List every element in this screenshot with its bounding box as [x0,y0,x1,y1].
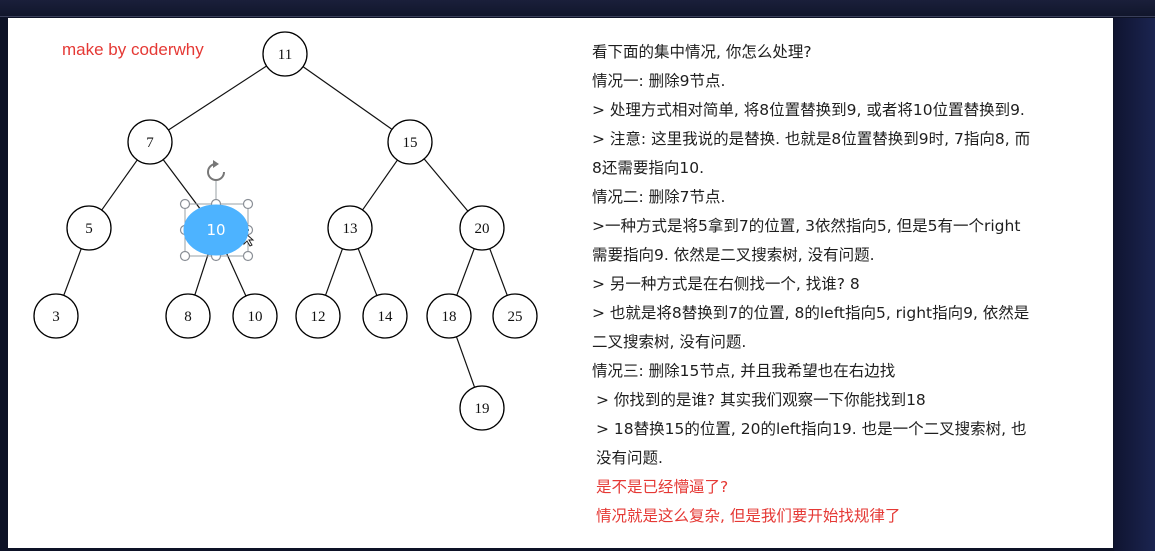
tree-node-8: 8 [165,293,211,339]
tree-node-label: 18 [442,309,457,325]
tree-edges [63,65,508,388]
tree-node-11: 11 [262,31,308,77]
tree-node-15: 15 [387,119,433,165]
note-line: > 注意: 这里我说的是替换. 也就是8位置替换到9时, 7指向8, 而 [592,130,1031,148]
note-line: 情况三: 删除15节点, 并且我希望也在右边找 [592,362,896,380]
slide-canvas: make by coderwhy 11 7 15 5 10 13 20 3 8 10 12 14 18 2… [8,18,1113,548]
tree-node-25: 25 [492,293,538,339]
tree-node-9sel[interactable]: 10 [183,204,249,256]
note-line: 没有问题. [596,449,663,467]
note-line: >一种方式是将5拿到7的位置, 3依然指向5, 但是5有一个right [592,217,1021,235]
note-line: 情况一: 删除9节点. [592,72,726,90]
tree-node-3: 3 [33,293,79,339]
tree-node-14: 14 [362,293,408,339]
note-line: 需要指向9. 依然是二叉搜索树, 没有问题. [592,246,875,264]
note-line: > 你找到的是谁? 其实我们观察一下你能找到18 [596,391,926,409]
tree-node-label: 3 [52,309,60,325]
tree-node-label: 15 [403,135,418,151]
tree-node-19: 19 [459,385,505,431]
tree-node-10: 10 [232,293,278,339]
note-line: 二叉搜索树, 没有问题. [592,333,747,351]
tree-edge-20-18 [456,248,475,296]
tree-edge-20-25 [489,248,508,296]
rotate-handle-icon[interactable] [207,163,225,181]
tree-edge-7-9sel [162,159,205,215]
note-line: 是不是已经懵逼了? [596,478,729,496]
tree-node-label: 25 [508,309,523,325]
binary-tree-diagram: 11 7 15 5 10 13 20 3 8 10 12 14 18 25 19 [33,31,538,431]
tree-node-13: 13 [327,205,373,251]
resize-handle-7[interactable] [242,250,254,262]
window-right-strip [1114,18,1155,551]
tree-edge-5-3 [63,248,82,296]
notes-panel: 看下面的集中情况, 你怎么处理? 情况一: 删除9节点. > 处理方式相对简单, 将… [592,38,1092,531]
note-line: 情况二: 删除7节点. [592,188,726,206]
window-top-band [0,0,1155,17]
tree-node-12: 12 [295,293,341,339]
tree-node-label: 10 [248,309,263,325]
tree-node-18: 18 [426,293,472,339]
resize-handle-2[interactable] [242,198,254,210]
tree-node-label: 10 [206,221,225,239]
tree-node-label: 20 [475,221,490,237]
tree-node-label: 14 [378,309,394,325]
tree-node-label: 8 [184,309,192,325]
tree-edge-9sel-8 [194,248,211,296]
note-line: 8还需要指向10. [592,159,705,177]
note-line: 情况就是这么复杂, 但是我们要开始找规律了 [596,507,901,525]
note-line: > 也就是将8替换到7的位置, 8的left指向5, right指向9, 依然是 [592,304,1030,322]
tree-nodes: 11 7 15 5 10 13 20 3 8 10 12 14 18 25 19 [33,31,538,431]
tree-edge-11-7 [168,65,267,131]
tree-edge-13-12 [324,248,344,296]
tree-node-label: 13 [343,221,358,237]
tree-edge-9sel-10 [223,247,247,297]
note-line: > 18替换15的位置, 20的left指向19. 也是一个二叉搜索树, 也 [596,420,1027,438]
tree-edge-7-5 [101,159,138,211]
tree-node-label: 19 [475,401,490,417]
credit-label: make by coderwhy [62,40,204,59]
tree-node-label: 5 [85,221,93,237]
tree-node-5: 5 [66,205,112,251]
tree-edge-15-13 [362,159,398,211]
tree-node-label: 7 [146,135,154,151]
tree-edge-15-20 [423,158,469,212]
note-line: 看下面的集中情况, 你怎么处理? [592,43,812,61]
tree-edge-18-19 [455,336,476,388]
tree-edge-13-14 [357,248,378,296]
tree-node-20: 20 [459,205,505,251]
tree-node-label: 12 [311,309,326,325]
resize-handle-0[interactable] [179,198,191,210]
rotate-arrow-icon [213,160,219,168]
note-line: > 另一种方式是在右侧找一个, 找谁? 8 [592,275,860,293]
resize-handle-5[interactable] [179,250,191,262]
note-line: > 处理方式相对简单, 将8位置替换到9, 或者将10位置替换到9. [592,101,1025,119]
tree-node-7: 7 [127,119,173,165]
tree-node-label: 11 [278,47,292,63]
tree-edge-11-15 [302,66,393,130]
